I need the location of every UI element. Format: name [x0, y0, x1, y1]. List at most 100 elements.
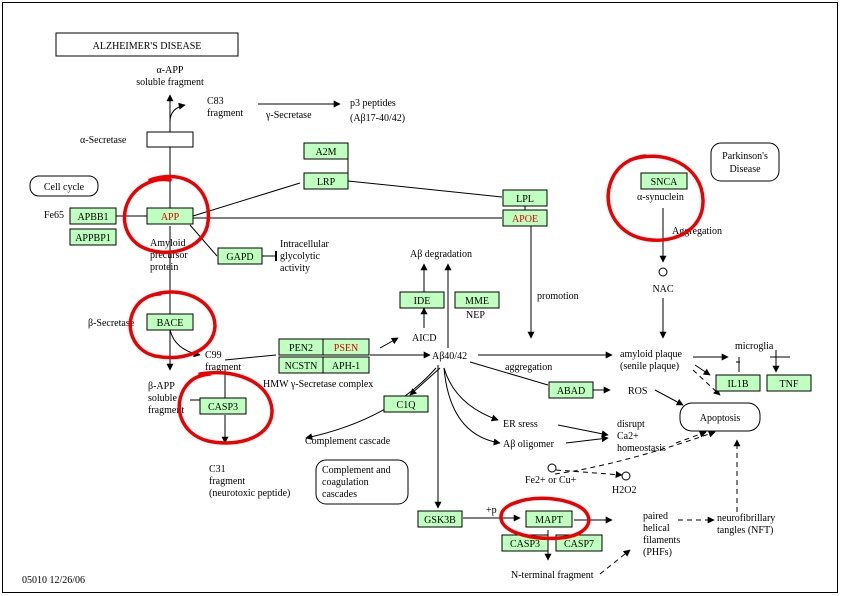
gene-appbp1[interactable] — [69, 228, 117, 246]
link-cell-cycle[interactable] — [29, 175, 99, 197]
gene-label-tnf: TNF — [780, 379, 799, 390]
gene-gapd[interactable] — [217, 247, 263, 265]
ros-label: ROS — [628, 386, 647, 397]
gene-gsk3b[interactable] — [417, 510, 463, 528]
gene-label-lpl: LPL — [516, 194, 534, 205]
fe-cu-label: Fe2+ or Cu+ — [525, 475, 577, 486]
amyloid-plaque-label: amyloid plaque — [620, 349, 682, 360]
highlight-circle-mapt — [499, 496, 591, 541]
abeta40-42-label: Aβ40/42 — [432, 351, 467, 362]
gene-snca[interactable] — [640, 172, 688, 190]
gene-app[interactable] — [146, 207, 194, 225]
gene-mme[interactable] — [454, 291, 500, 309]
highlight-circle-casp3 — [177, 370, 274, 445]
gene-lrp[interactable] — [303, 172, 349, 190]
footer-label: 05010 12/26/06 — [22, 575, 85, 586]
coagulation-label: coagulation — [322, 477, 369, 488]
gene-a2m[interactable] — [303, 142, 349, 160]
phfs-label: (PHFs) — [643, 547, 672, 558]
page-title: ALZHEIMER'S DISEASE — [93, 41, 202, 52]
gene-label-bace: BACE — [157, 318, 184, 329]
p3-range-label: (Aβ17-40/42) — [350, 113, 405, 124]
gene-ide[interactable] — [399, 291, 445, 309]
gene-label-casp3-lower: CASP3 — [510, 539, 540, 550]
gene-label-ncstn: NCSTN — [285, 361, 318, 372]
alpha-secretase-box — [146, 131, 194, 148]
aggregation-upper-label: Aggregation — [672, 226, 722, 237]
highlight-annotations — [122, 154, 705, 541]
gene-label-ide: IDE — [414, 296, 431, 307]
abeta-degradation-label: Aβ degradation — [410, 249, 472, 260]
soluble-fragment-top-label: soluble fragment — [136, 77, 204, 88]
senile-plaque-label: (senile plaque) — [620, 361, 679, 372]
nft-label-1: neurofibrillary — [717, 513, 775, 524]
gene-label-psen: PSEN — [334, 343, 358, 354]
ca2-label: Ca2+ — [617, 431, 639, 442]
gene-label-app: APP — [161, 212, 180, 223]
phosphorylation-label: +p — [486, 505, 497, 516]
gene-tnf[interactable] — [766, 374, 812, 392]
c83-fragment-label: fragment — [207, 108, 243, 119]
link-parkinsons-label1: Parkinson's — [722, 151, 768, 162]
link-parkinsons[interactable] — [710, 142, 780, 182]
soluble-label: soluble — [148, 393, 177, 404]
highlight-circle-snca — [606, 154, 705, 242]
gene-mapt[interactable] — [525, 510, 573, 528]
apoptosis-box[interactable] — [679, 402, 761, 432]
gene-label-lrp: LRP — [317, 177, 336, 188]
gene-label-mme: MME — [465, 296, 489, 307]
gene-label-a2m: A2M — [315, 147, 336, 158]
p3-peptides-label: p3 peptides — [350, 98, 396, 109]
title-box — [55, 32, 239, 57]
gene-abad[interactable] — [548, 381, 594, 399]
apoptosis-label: Apoptosis — [700, 413, 741, 424]
complement-and-label: Complement and — [322, 465, 391, 476]
intracellular-label: Intracellular — [280, 239, 330, 250]
gene-label-snca: SNCA — [651, 177, 678, 188]
c31-fragment-label: fragment — [209, 476, 245, 487]
gene-lpl[interactable] — [502, 189, 548, 207]
nac-node — [658, 267, 668, 277]
highlight-circle-app — [122, 174, 211, 255]
protein-label: protein — [150, 262, 178, 273]
free-labels: α-APP soluble fragment C83 fragment γ-Se… — [22, 65, 775, 586]
er-stress-label: ER sress — [503, 419, 538, 430]
gene-il1b[interactable] — [715, 374, 761, 392]
gene-boxes — [69, 142, 812, 552]
homeostasis-label: homeostasis — [617, 443, 666, 454]
promotion-label: promotion — [537, 291, 579, 302]
helical-label: helical — [643, 523, 670, 534]
n-terminal-label: N-terminal fragment — [511, 570, 594, 581]
gene-label-apoe: APOE — [512, 214, 538, 225]
link-complement-coagulation[interactable] — [315, 459, 409, 505]
amyloid-label: Amyloid — [150, 238, 186, 249]
alpha-app-label: α-APP — [157, 65, 184, 76]
neurotoxic-label: (neurotoxic peptide) — [209, 488, 290, 499]
beta-app-label: β-APP — [148, 381, 175, 392]
gene-label-il1b: IL1B — [727, 379, 748, 390]
gene-label-gsk3b: GSK3B — [424, 515, 456, 526]
c99-fragment-label: fragment — [205, 362, 241, 373]
gene-label-casp3-upper: CASP3 — [208, 402, 238, 413]
disrupt-label: disrupt — [617, 419, 645, 430]
metal-node — [547, 463, 557, 473]
gene-apoe[interactable] — [502, 209, 548, 227]
gene-psen[interactable] — [322, 338, 370, 356]
gene-c1q[interactable] — [383, 395, 429, 413]
gene-aph1[interactable] — [322, 356, 370, 374]
gamma-secretase-label: γ-Secretase — [265, 110, 312, 121]
cascades-label: cascades — [322, 489, 357, 500]
gene-label-gapd: GAPD — [226, 252, 253, 263]
nft-label-2: tangles (NFT) — [717, 525, 773, 536]
c83-label: C83 — [207, 96, 224, 107]
hmw-gamma-label: HMW γ-Secretase complex — [263, 379, 373, 390]
gene-label-pen2: PEN2 — [289, 343, 313, 354]
gene-apbb1[interactable] — [69, 207, 117, 225]
gene-casp3-upper[interactable] — [199, 397, 247, 415]
c99-label: C99 — [205, 350, 222, 361]
aggregation-lower-label: aggregation — [505, 362, 552, 373]
gene-bace[interactable] — [146, 313, 194, 331]
nac-label: NAC — [652, 284, 673, 295]
